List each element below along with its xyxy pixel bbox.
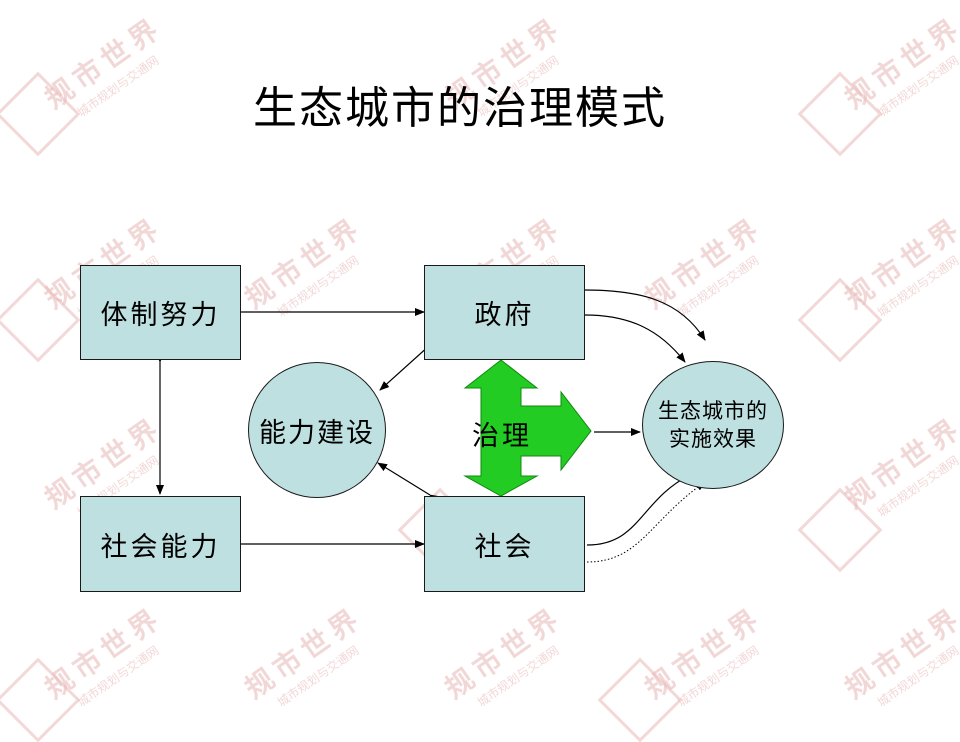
curve-government-to-effect-2 [584,314,686,363]
node-society: 社会 [424,496,585,592]
curve-government-to-effect-1 [584,289,706,341]
node-social-capacity: 社会能力 [80,496,241,592]
curve-society-to-effect-1 [586,474,691,546]
node-institutional-effort: 体制努力 [80,265,241,360]
governance-green-arrow [463,359,592,497]
arrow-society-capacity-building [377,462,440,504]
diagram-canvas: 规市世界城市规划与交通网 规市世界城市规划与交通网 规市世界城市规划与交通网 规… [0,10,960,742]
effect-label-line2: 实施效果 [669,427,757,451]
node-government: 政府 [424,265,585,360]
effect-label-line1: 生态城市的 [658,399,768,423]
curve-society-to-effect-2 [586,481,706,563]
connector-layer [156,289,706,563]
node-capacity-building: 能力建设 [248,362,386,498]
node-implementation-effect: 生态城市的 实施效果 [642,361,784,489]
arrow-government-capacity-building [379,336,440,391]
page-title: 生态城市的治理模式 [253,83,667,134]
label-governance: 治理 [472,421,532,452]
